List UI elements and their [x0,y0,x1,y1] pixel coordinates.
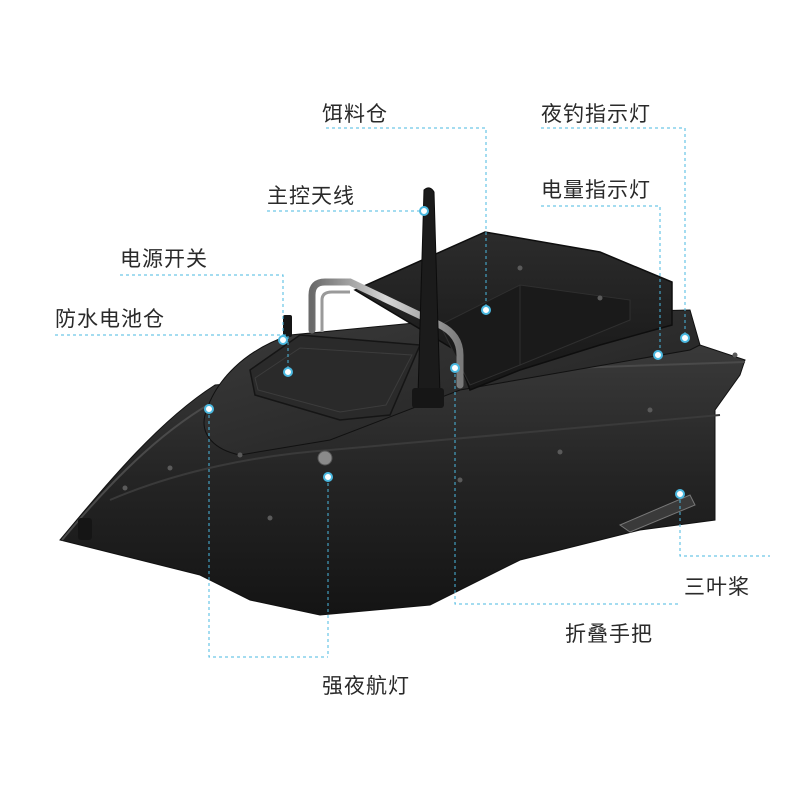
battery-lid-bevel [254,347,413,413]
label-folding-handle: 折叠手把 [565,622,653,646]
antenna-base [412,388,444,408]
leader-battery-indicator [541,205,661,355]
label-main-antenna: 主控天线 [267,184,355,208]
leader-navigation-light [208,409,328,658]
dot-antenna [419,206,429,216]
antenna [417,187,441,396]
dot-night-indicator [680,333,690,343]
label-waterproof-battery-box: 防水电池仓 [55,307,165,331]
hull-rivets [122,265,738,521]
dot-battery-indicator [653,350,663,360]
leader-power-switch [120,274,284,340]
leader-folding-handle [454,368,680,605]
label-battery-level-indicator: 电量指示灯 [541,178,651,202]
leader-night-indicator [541,127,686,338]
dot-propeller [675,489,685,499]
dot-power-switch [278,335,288,345]
hull-crease [109,414,721,501]
folding-handle-rail [618,494,696,533]
leader-lines [55,127,770,658]
dot-folding-handle [450,363,460,373]
dot-battery-box [283,367,293,377]
dot-nav-light-left [204,404,214,414]
callout-dots [204,206,690,499]
label-power-switch: 电源开关 [120,247,208,271]
label-three-blade-propeller: 三叶桨 [684,575,750,599]
label-strong-night-navigation-light: 强夜航灯 [322,674,410,698]
bow-cleat [78,518,92,540]
dot-bait-hopper [481,305,491,315]
navigation-light [317,450,333,466]
label-bait-hopper: 饵料仓 [322,102,388,126]
label-night-fishing-indicator: 夜钓指示灯 [541,102,651,126]
chrome-handle [308,278,464,389]
leader-propeller [679,494,770,557]
dot-nav-light [323,472,333,482]
power-switch [283,315,292,337]
chrome-handle-inner [320,290,350,332]
